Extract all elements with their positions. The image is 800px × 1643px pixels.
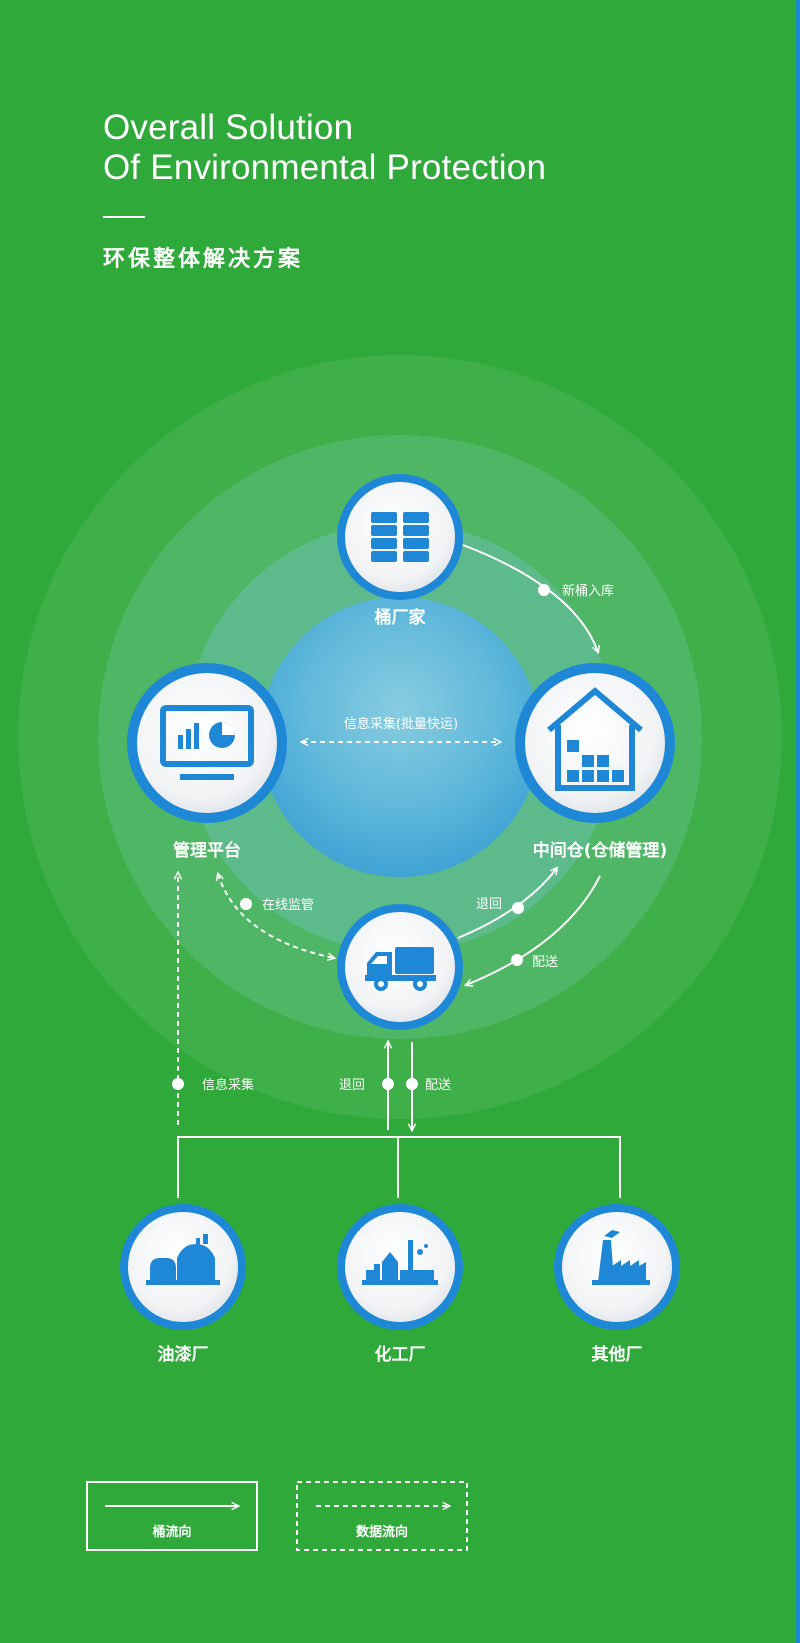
flow-label-return-lower: 退回 — [339, 1078, 365, 1093]
node-face — [345, 482, 455, 592]
page-subtitle: 环保整体解决方案 — [103, 247, 304, 272]
right-edge-stripe — [796, 0, 800, 1643]
warehouse-icon — [547, 687, 643, 791]
flow-barrel-to-warehouse — [462, 544, 598, 652]
flow-label-info-collect: 信息采集 — [202, 1077, 254, 1093]
truck-icon — [365, 947, 436, 991]
barrels-icon — [371, 512, 429, 562]
flow-label-deliver-upper: 配送 — [532, 955, 558, 970]
node-label-other-factory: 其他厂 — [592, 1344, 643, 1365]
node-label-chemical-factory: 化工厂 — [375, 1344, 426, 1365]
legend: 桶流向 数据流向 — [86, 1481, 468, 1551]
node-warehouse[interactable]: 中间仓(仓储管理) — [515, 663, 675, 861]
ring-core — [260, 597, 540, 877]
node-platform[interactable]: 管理平台 — [127, 663, 287, 861]
flow-warehouse-to-truck — [466, 875, 601, 985]
node-face — [345, 1212, 455, 1322]
node-barrel-factory[interactable]: 桶厂家 — [337, 474, 463, 628]
paint-factory-icon — [146, 1234, 220, 1285]
node-chemical-factory[interactable]: 化工厂 — [337, 1204, 463, 1365]
node-label-barrel-factory: 桶厂家 — [375, 607, 426, 628]
monitor-chart-icon — [160, 705, 254, 780]
other-factory-icon — [592, 1230, 650, 1285]
flow-label-online-monitor: 在线监管 — [262, 898, 314, 913]
flow-dot — [538, 584, 550, 596]
node-other-factory[interactable]: 其他厂 — [554, 1204, 680, 1365]
title-line-1: Overall Solution — [103, 108, 354, 147]
node-label-warehouse: 中间仓(仓储管理) — [533, 840, 668, 861]
legend-item-barrel-flow: 桶流向 — [86, 1481, 258, 1551]
flow-dot — [172, 1078, 184, 1090]
flow-dot — [512, 902, 524, 914]
flow-label-info-batch: 信息采集(批量快运) — [344, 716, 458, 732]
node-label-platform: 管理平台 — [173, 840, 241, 861]
node-face — [137, 673, 277, 813]
node-truck[interactable] — [337, 904, 463, 1030]
legend-item-data-flow: 数据流向 — [296, 1481, 468, 1551]
flow-dot — [406, 1078, 418, 1090]
node-label-paint-factory: 油漆厂 — [158, 1344, 209, 1365]
flow-dot — [382, 1078, 394, 1090]
chemical-factory-icon — [362, 1240, 438, 1285]
flow-lines — [172, 544, 621, 1198]
flow-platform-truck-data — [218, 874, 334, 958]
flow-label-return-upper: 退回 — [476, 897, 502, 912]
flow-label-new-barrel: 新桶入库 — [562, 583, 614, 599]
title-divider — [103, 216, 145, 218]
page-title: Overall Solution Of Environmental Protec… — [103, 108, 546, 188]
title-line-2: Of Environmental Protection — [103, 148, 547, 187]
flow-dot — [511, 954, 523, 966]
legend-label-barrel-flow: 桶流向 — [151, 1524, 191, 1540]
flow-dot — [240, 898, 252, 910]
legend-label-data-flow: 数据流向 — [356, 1524, 408, 1540]
flow-label-deliver-lower: 配送 — [425, 1078, 451, 1093]
node-paint-factory[interactable]: 油漆厂 — [120, 1204, 246, 1365]
